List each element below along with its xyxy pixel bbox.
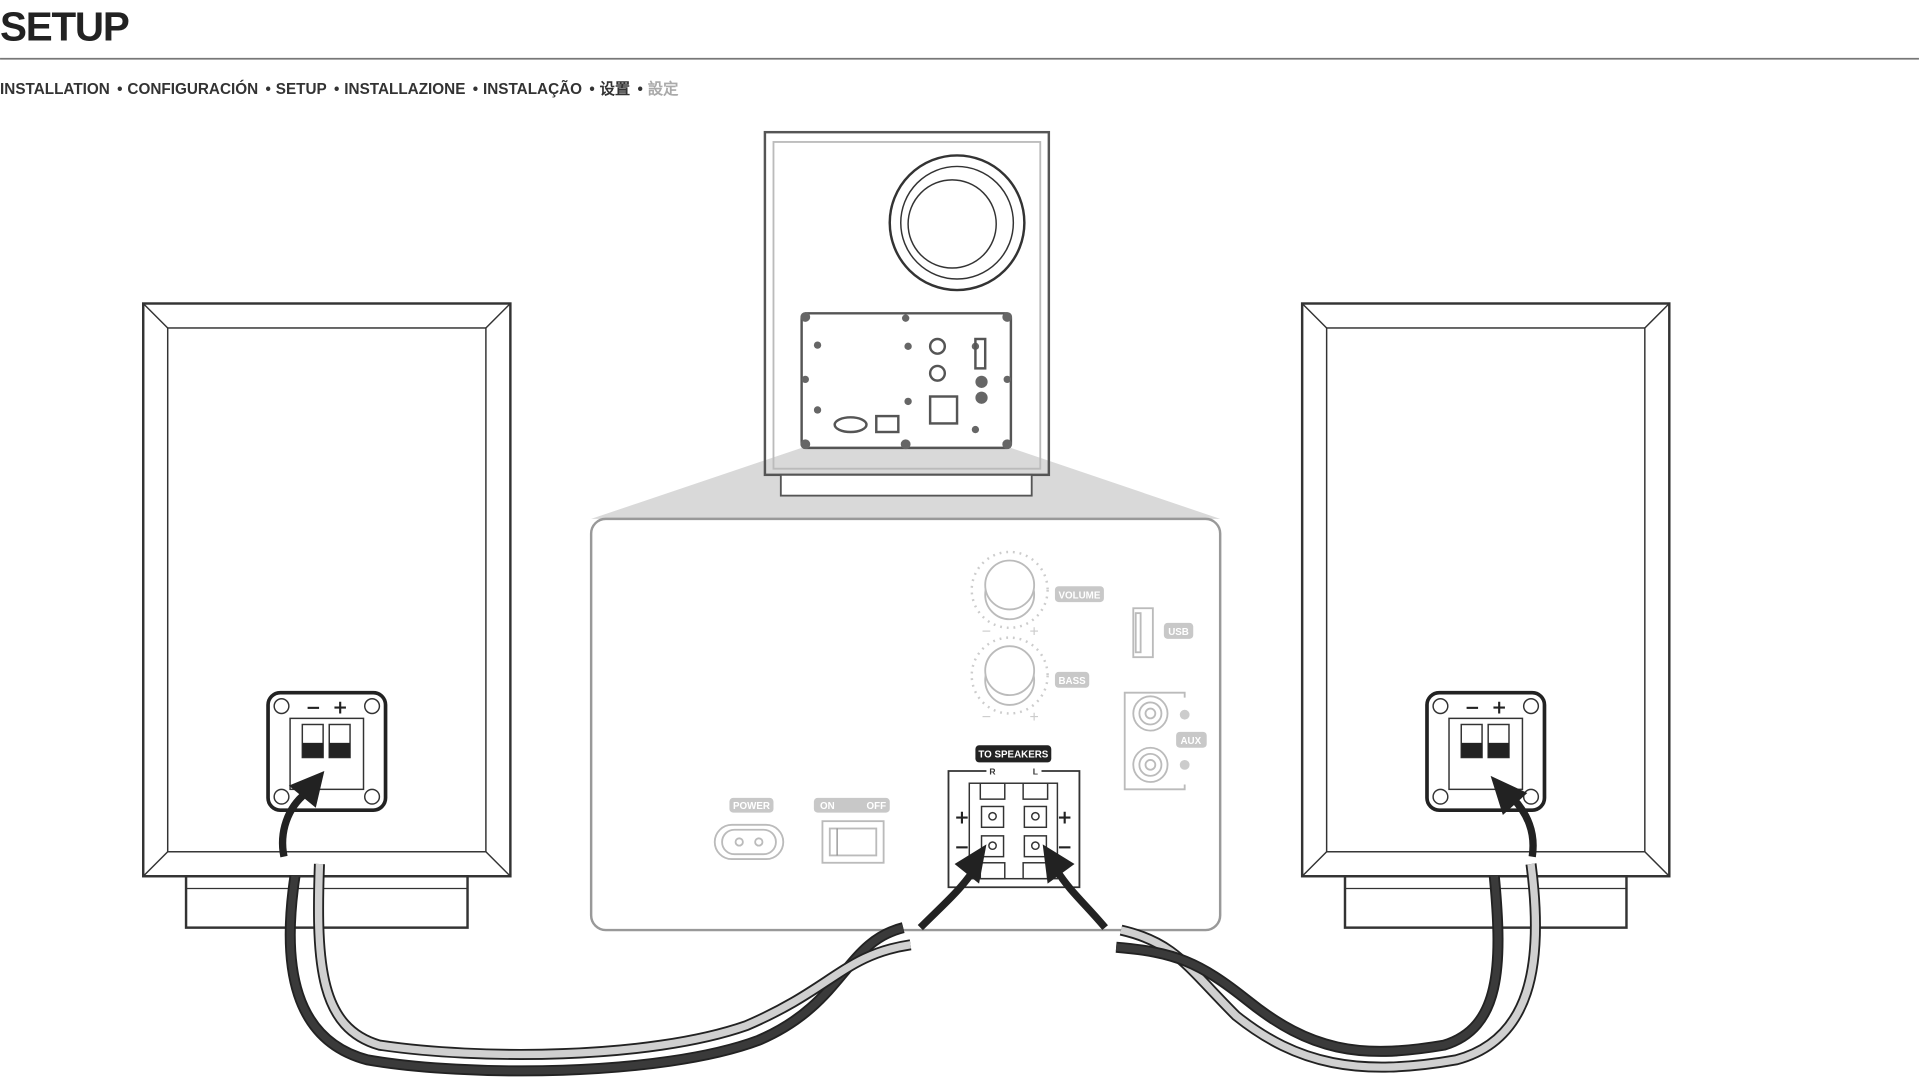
language-de: SETUP	[276, 81, 327, 98]
bass-label: BASS	[1058, 676, 1086, 687]
separator: •	[265, 81, 270, 98]
language-it: INSTALLAZIONE	[344, 81, 465, 98]
power-label: POWER	[733, 801, 770, 812]
volume-label: VOLUME	[1059, 590, 1101, 601]
volume-minus: −	[982, 623, 991, 640]
language-list: INSTALLATION • CONFIGURACIÓN • SETUP • INSTALL…	[0, 80, 679, 98]
volume-knob: − + VOLUME	[970, 550, 1104, 640]
l-plus: +	[1057, 808, 1072, 829]
minus-sign: −	[1465, 697, 1480, 718]
l-minus: −	[1057, 837, 1072, 858]
channel-l-label: L	[1033, 767, 1038, 777]
language-en: INSTALLATION	[0, 81, 110, 98]
left-speaker-terminal: − +	[266, 690, 388, 812]
arrow-r-terminal-icon	[917, 844, 987, 931]
channel-r-label: R	[989, 767, 995, 777]
language-es: CONFIGURACIÓN	[127, 80, 258, 98]
subwoofer	[763, 130, 1051, 497]
volume-plus: +	[1030, 623, 1039, 640]
page-title: SETUP	[0, 3, 129, 49]
bass-plus: +	[1030, 709, 1039, 726]
off-label: OFF	[867, 801, 887, 812]
aux-label: AUX	[1180, 736, 1201, 747]
usb-label: USB	[1168, 627, 1189, 638]
left-speaker-wire	[284, 863, 912, 1077]
separator: •	[589, 81, 594, 98]
right-speaker: − +	[1300, 302, 1671, 929]
language-zh-tw: 設定	[648, 80, 679, 98]
separator: •	[117, 81, 122, 98]
on-label: ON	[820, 801, 835, 812]
plus-sign: +	[1492, 697, 1507, 718]
speaker-output-terminal: TO SPEAKERS R L + + − −	[947, 745, 1081, 889]
woofer-icon	[888, 154, 1026, 292]
language-zh-cn: 设置	[600, 81, 631, 98]
power-switch: ON OFF	[813, 797, 890, 864]
separator: •	[334, 81, 339, 98]
power-socket: POWER	[713, 797, 785, 861]
right-speaker-wire	[1115, 863, 1541, 1073]
to-speakers-label: TO SPEAKERS	[978, 750, 1048, 761]
bass-minus: −	[982, 709, 991, 726]
plus-sign: +	[333, 697, 348, 718]
arrow-right-speaker-icon	[1490, 775, 1537, 858]
language-pt: INSTALAÇÃO	[483, 80, 582, 98]
right-speaker-terminal: − +	[1425, 690, 1547, 812]
aux-input: AUX	[1123, 691, 1207, 791]
separator: •	[638, 81, 643, 98]
left-speaker: − +	[142, 302, 512, 929]
minus-sign: −	[306, 697, 321, 718]
subwoofer-rear-panel	[800, 312, 1013, 450]
arrow-l-terminal-icon	[1042, 844, 1108, 930]
r-plus: +	[954, 808, 969, 829]
amplifier-panel-detail: − + VOLUME − + BASS USB AUX	[589, 517, 1222, 932]
usb-port: USB	[1132, 607, 1194, 659]
bass-knob: − + BASS	[970, 636, 1090, 726]
separator: •	[473, 81, 478, 98]
arrow-left-speaker-icon	[278, 770, 325, 858]
r-minus: −	[954, 837, 969, 858]
